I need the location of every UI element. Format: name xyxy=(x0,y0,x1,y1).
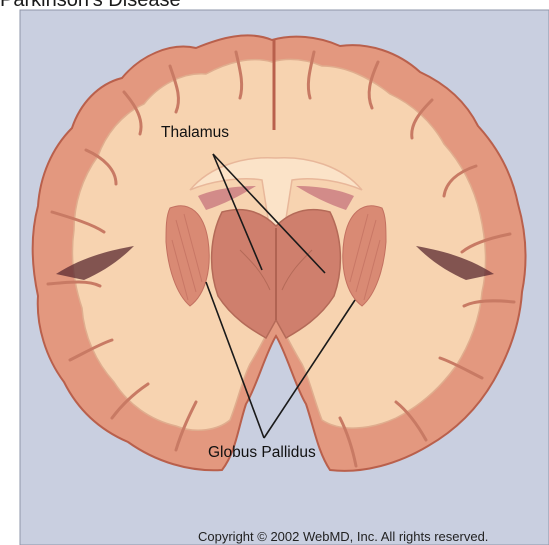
copyright-notice: Copyright © 2002 WebMD, Inc. All rights … xyxy=(198,529,488,544)
label-globus-pallidus: Globus Pallidus xyxy=(208,444,316,462)
label-thalamus: Thalamus xyxy=(161,124,229,142)
